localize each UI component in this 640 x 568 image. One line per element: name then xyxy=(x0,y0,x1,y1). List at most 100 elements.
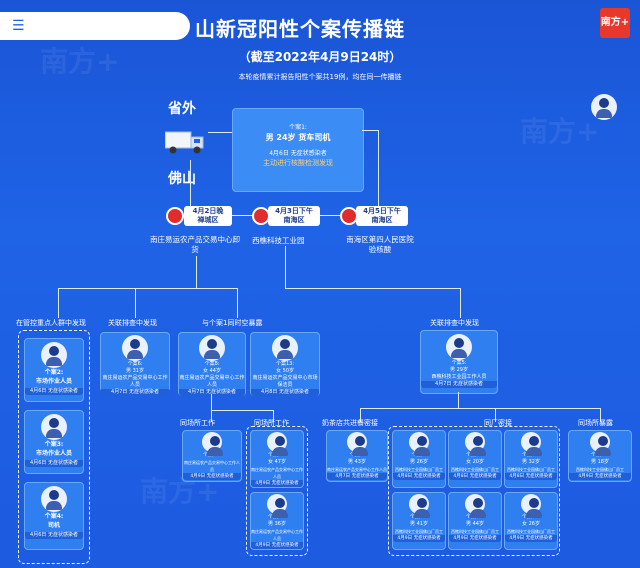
connector-line xyxy=(285,288,460,289)
same-factory-group xyxy=(388,426,560,556)
factory-case-status: 4月9日 无症状感染者 xyxy=(505,535,557,542)
avatar xyxy=(521,432,542,456)
case16-job: 南庄易运农产品交易中心工作人员 xyxy=(251,467,303,479)
case13-job: 南庄易运农产品交易中心市场保洁员 xyxy=(252,375,318,388)
avatar xyxy=(409,494,430,518)
avatar xyxy=(521,494,542,518)
avatar xyxy=(465,432,486,456)
region-outside: 省外 xyxy=(168,101,196,117)
case15-job: 南庄易运农产品交易中心工作人员 xyxy=(184,460,240,472)
case5-status: 4月7日 无症状感染者 xyxy=(421,381,497,388)
avatar xyxy=(267,432,288,456)
case4-card: 个案4: 司机 4月6日 无症状感染者 xyxy=(24,482,84,550)
factory-case-job: 西樵科技工业园佛山厂员工 xyxy=(451,529,499,534)
case8-id: 个案8: xyxy=(204,361,220,367)
location-2-time-text: 4月3日下午 xyxy=(275,207,313,215)
avatar xyxy=(202,432,223,456)
avatar xyxy=(41,342,67,368)
menu-icon: ☰ xyxy=(12,18,25,34)
factory-case-desc: 男 26岁 xyxy=(410,459,428,465)
case13-desc: 女 50岁 xyxy=(276,368,294,374)
factory-case-desc: 男 44岁 xyxy=(466,521,484,527)
case2-id: 个案2: xyxy=(44,369,64,376)
case6-desc: 男 31岁 xyxy=(126,368,144,374)
case5-job: 西樵科技工业园工作人员 xyxy=(431,374,487,380)
location-pin-icon xyxy=(166,207,184,225)
case1-desc: 男 24岁 货车司机 xyxy=(265,133,331,142)
connector-line xyxy=(360,408,600,409)
case8-status: 4月7日 无症状感染者 xyxy=(179,389,245,396)
case4-role: 司机 xyxy=(47,522,60,529)
factory-case-job: 西樵科技工业园佛山厂员工 xyxy=(451,467,499,472)
case7-card: 个案7: 男 43岁 南庄易运农产品交易中心工作人员 4月7日 无症状感染者 xyxy=(326,430,388,482)
case2-card: 个案2: 市场作业人员 4月6日 无症状感染者 xyxy=(24,338,84,402)
factory-case-job: 西樵科技工业园佛山厂员工 xyxy=(395,467,443,472)
avatar xyxy=(446,334,472,360)
location-3-area: 南海区 xyxy=(371,216,393,224)
case5-desc: 男 29岁 xyxy=(450,367,468,373)
case3-card: 个案3: 市场作业人员 4月6日 无症状感染者 xyxy=(24,410,84,474)
case8-desc: 女 44岁 xyxy=(203,368,221,374)
page-title: 山新冠阳性个案传播链 xyxy=(195,17,405,41)
case17-card: 个案17: 男 18岁 西樵科技工业园佛山厂员工 4月9日 无症状感染者 xyxy=(568,430,632,482)
case19-card: 个案19: 男 36岁 南庄易运农产品交易中心工作人员 4月9日 无症状感染者 xyxy=(250,492,304,550)
location-2-place: 西樵科技工业园 xyxy=(252,236,305,245)
factory-case-status: 4月8日 无症状感染者 xyxy=(393,473,445,480)
location-2-area: 南海区 xyxy=(283,216,305,224)
connector-line xyxy=(362,130,378,131)
avatar xyxy=(409,432,430,456)
brand-logo: 南方+ xyxy=(600,8,630,38)
case17-status: 4月9日 无症状感染者 xyxy=(569,473,631,480)
factory-case-status: 4月8日 无症状感染者 xyxy=(449,473,501,480)
avatar xyxy=(122,335,148,361)
connector-line xyxy=(208,132,232,133)
case7-job: 南庄易运农产品交易中心工作人员 xyxy=(327,467,387,472)
case2-status: 4月6日 无症状感染者 xyxy=(25,388,83,395)
case16-desc: 女 47岁 xyxy=(268,459,286,465)
case3-status: 4月6日 无症状感染者 xyxy=(25,460,83,467)
case6-card: 个案6: 男 31岁 南庄易运农产品交易中心工作人员 4月7日 无症状感染者 xyxy=(100,332,170,396)
case6-job: 南庄易运农产品交易中心工作人员 xyxy=(102,375,168,388)
connector-line xyxy=(237,288,238,318)
key-population-group xyxy=(18,330,90,564)
avatar xyxy=(267,494,288,518)
case1-status: 4月6日 无症状感染者 xyxy=(269,150,327,157)
connector-line xyxy=(135,288,136,318)
location-2-time: 4月3日下午 南海区 xyxy=(268,206,320,226)
location-3-time: 4月5日下午 南海区 xyxy=(356,206,408,226)
connector-line xyxy=(211,410,273,411)
group-label-key-population: 在管控重点人群中发现 xyxy=(16,319,86,327)
avatar xyxy=(347,432,368,456)
case1-card: 个案1: 男 24岁 货车司机 4月6日 无症状感染者 主动进行核酸检测发现 xyxy=(232,108,364,192)
connector-line xyxy=(211,410,212,422)
connector-line xyxy=(196,256,197,288)
connector-line xyxy=(58,288,238,289)
factory-case-job: 西樵科技工业园佛山厂员工 xyxy=(395,529,443,534)
avatar xyxy=(41,486,67,512)
page-subtitle: （截至2022年4月9日24时） xyxy=(238,50,402,64)
case7-desc: 男 43岁 xyxy=(348,459,366,465)
case4-status: 4月6日 无症状感染者 xyxy=(25,532,83,539)
connector-line xyxy=(495,408,496,422)
location-1-time-text: 4月2日晚 xyxy=(192,207,224,215)
connector-line xyxy=(58,288,59,318)
connector-line xyxy=(378,130,379,212)
case19-status: 4月9日 无症状感染者 xyxy=(251,542,303,549)
avatar xyxy=(199,335,225,361)
case2-role: 市场作业人员 xyxy=(35,378,72,385)
region-foshan: 佛山 xyxy=(168,171,196,187)
avatar xyxy=(272,335,298,361)
group-label-same-factory: 同厂密接 xyxy=(484,419,512,427)
watermark: 南方+ xyxy=(520,115,600,148)
case5-card: 个案5: 男 29岁 西樵科技工业园工作人员 4月7日 无症状感染者 xyxy=(420,330,498,394)
connector-line xyxy=(460,288,461,318)
factory-case-job: 西樵科技工业园佛山厂员工 xyxy=(507,529,555,534)
case4-id: 个案4: xyxy=(44,513,64,520)
case6-status: 4月7日 无症状感染者 xyxy=(101,389,169,396)
summary-note: 本轮疫情累计报告阳性个案共19例，均在同一传播链 xyxy=(238,73,402,81)
title-bar-bg xyxy=(0,12,190,40)
